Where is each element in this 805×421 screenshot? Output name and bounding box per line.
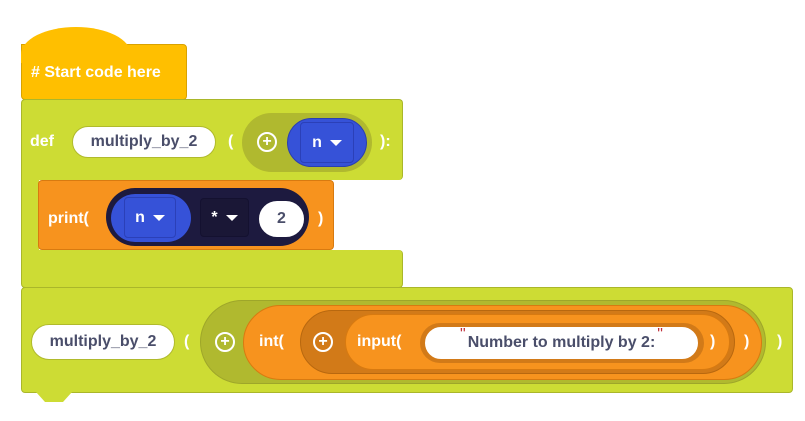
hat-cap — [21, 27, 131, 63]
string-value: Number to multiply by 2: — [467, 334, 656, 351]
call-function-name-field[interactable]: multiply_by_2 — [31, 324, 175, 360]
open-quote: " — [460, 326, 466, 343]
input-close: ) — [710, 333, 716, 350]
var-dropdown[interactable]: n — [124, 197, 176, 238]
input-label: input( — [357, 333, 402, 350]
int-close: ) — [744, 333, 750, 350]
add-int-arg-icon[interactable]: + — [313, 332, 333, 352]
function-name-field[interactable]: multiply_by_2 — [72, 126, 216, 158]
number-value: 2 — [277, 210, 286, 227]
param-dropdown[interactable]: n — [300, 122, 354, 163]
print-close: ) — [318, 210, 324, 227]
param-variable[interactable]: n — [287, 118, 367, 167]
add-arg-icon[interactable]: + — [215, 332, 235, 352]
string-field[interactable]: " Number to multiply by 2: " — [425, 326, 698, 359]
call-function-name: multiply_by_2 — [49, 333, 157, 350]
close-quote: " — [657, 326, 663, 343]
call-close: ) — [777, 333, 783, 350]
def-block-footer — [21, 250, 403, 288]
operator-symbol: * — [211, 208, 218, 226]
chevron-down-icon — [152, 214, 165, 221]
def-block-arm — [21, 178, 39, 252]
add-param-icon[interactable]: + — [257, 132, 277, 152]
var-name: n — [135, 208, 145, 226]
param-name: n — [312, 133, 322, 151]
number-field[interactable]: 2 — [258, 200, 305, 238]
hat-label: # Start code here — [31, 64, 161, 81]
chevron-down-icon — [329, 139, 342, 146]
open-paren: ( — [228, 133, 234, 150]
operator-dropdown[interactable]: * — [200, 198, 249, 237]
print-variable[interactable]: n — [111, 194, 191, 242]
function-name-text: multiply_by_2 — [90, 133, 198, 150]
call-open-paren: ( — [184, 333, 190, 350]
bottom-notch — [36, 392, 72, 402]
print-label: print( — [48, 210, 89, 227]
def-close: ): — [380, 133, 391, 150]
chevron-down-icon — [225, 214, 238, 221]
def-keyword: def — [30, 133, 54, 150]
int-label: int( — [259, 333, 284, 350]
